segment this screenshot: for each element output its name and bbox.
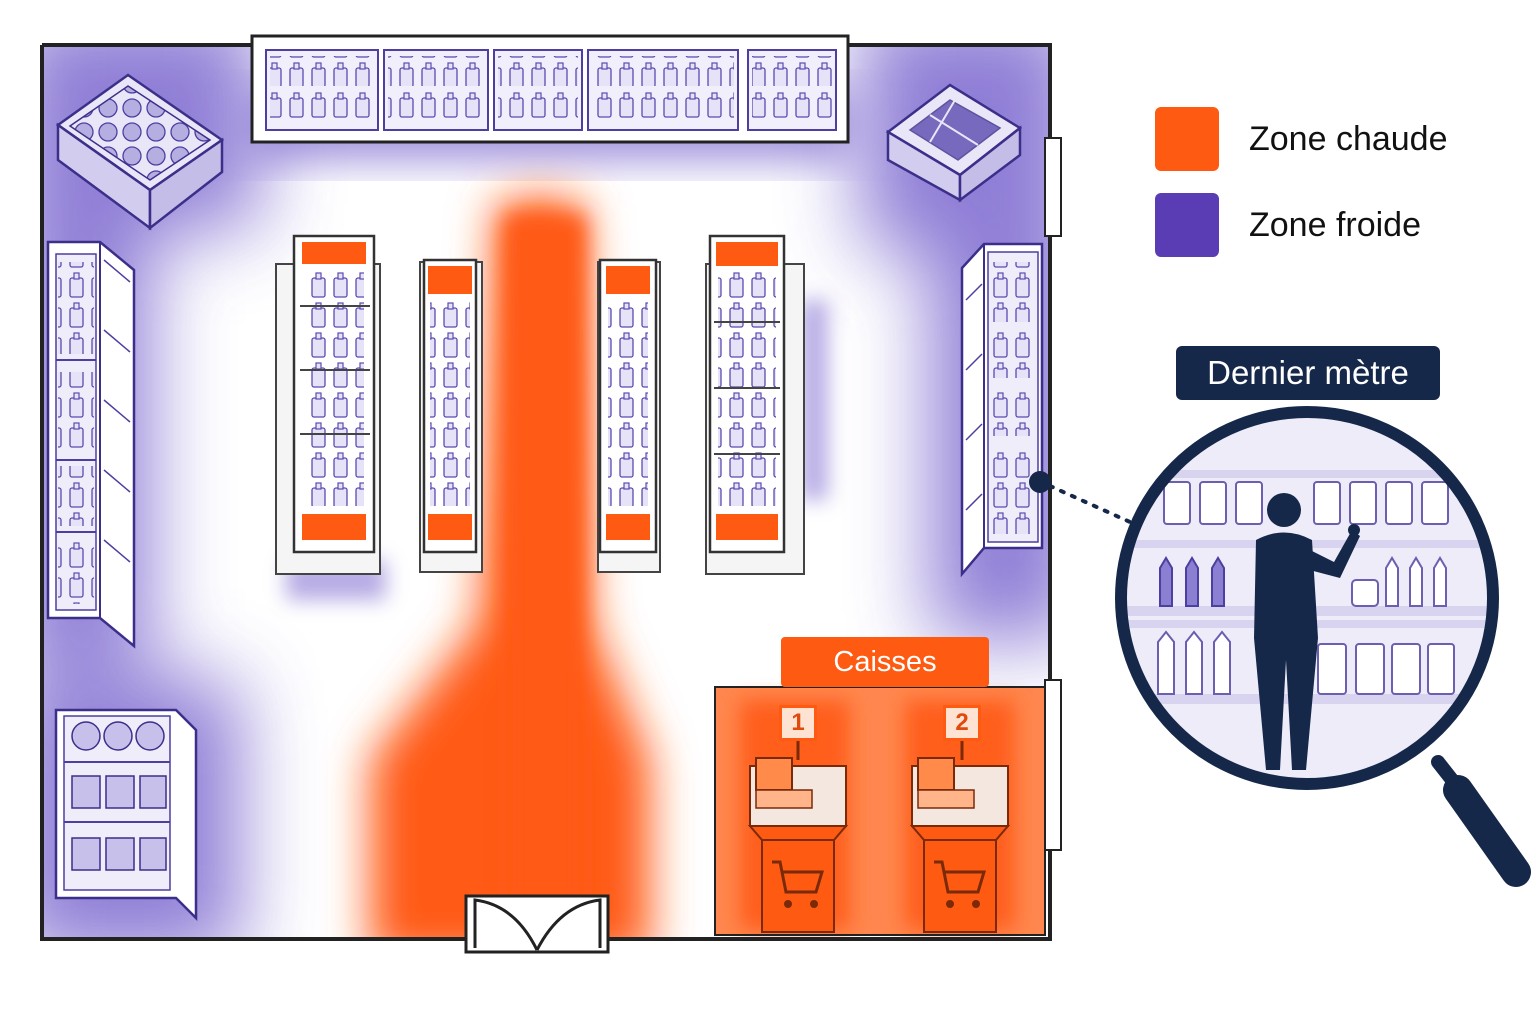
checkout-counter-2[interactable] bbox=[909, 740, 1011, 933]
produce-crate-top-right bbox=[885, 83, 1023, 203]
gondola-1 bbox=[275, 234, 381, 575]
checkout-counter-1[interactable] bbox=[747, 740, 849, 933]
right-wall-shelf bbox=[960, 242, 1044, 578]
produce-crate-top-left bbox=[55, 73, 225, 231]
gondola-3 bbox=[597, 258, 661, 573]
gondola-4 bbox=[705, 234, 805, 575]
left-wall-shelf bbox=[46, 240, 136, 649]
top-refrigerated-wall bbox=[250, 34, 850, 144]
bottom-left-shelf bbox=[54, 708, 198, 922]
legend-hot-label: Zone chaude bbox=[1249, 119, 1448, 158]
checkout-label: Caisses bbox=[781, 637, 989, 687]
magnifier-handle bbox=[1431, 755, 1531, 887]
legend-hot-swatch bbox=[1155, 107, 1219, 171]
register-number-2: 2 bbox=[943, 705, 981, 741]
magnifier-lens bbox=[1115, 406, 1499, 790]
legend-cold-zone: Zone froide bbox=[1155, 193, 1421, 257]
legend-cold-swatch bbox=[1155, 193, 1219, 257]
shopper-figure bbox=[1254, 493, 1360, 770]
store-walls bbox=[40, 43, 1062, 941]
legend-hot-zone: Zone chaude bbox=[1155, 107, 1448, 171]
entrance-doors[interactable] bbox=[464, 894, 610, 954]
gondola-2 bbox=[419, 258, 483, 573]
magnifier-connector bbox=[1029, 471, 1132, 524]
checkout-area bbox=[714, 686, 1046, 936]
last-meter-callout: Dernier mètre bbox=[1176, 346, 1440, 400]
legend-cold-label: Zone froide bbox=[1249, 205, 1421, 244]
register-number-1: 1 bbox=[779, 705, 817, 741]
